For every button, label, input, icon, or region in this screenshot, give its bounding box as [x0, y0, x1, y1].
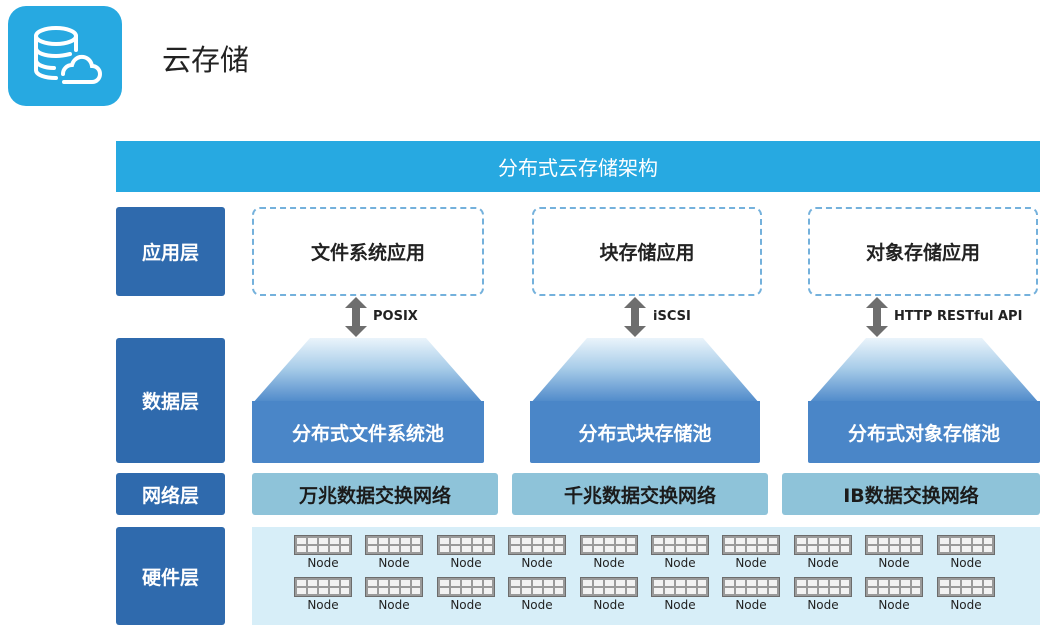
node-label: Node [807, 556, 839, 570]
node-label: Node [521, 598, 553, 612]
database-cloud-icon [34, 26, 102, 84]
app-block-storage: 块存储应用 [532, 207, 762, 296]
pool-block-storage: 分布式块存储池 [530, 401, 760, 463]
server-node: Node [722, 535, 780, 570]
pool-shape-object [808, 338, 1040, 404]
server-node: Node [722, 577, 780, 612]
protocol-label: iSCSI [653, 309, 691, 324]
server-icon [651, 535, 709, 555]
server-node: Node [794, 577, 852, 612]
server-node: Node [651, 577, 709, 612]
layer-hardware: 硬件层 [116, 527, 225, 625]
node-label: Node [735, 598, 767, 612]
node-label: Node [307, 598, 339, 612]
server-node: Node [794, 535, 852, 570]
node-label: Node [950, 556, 982, 570]
server-icon [794, 535, 852, 555]
server-node: Node [365, 535, 423, 570]
node-label: Node [807, 598, 839, 612]
server-node: Node [865, 535, 923, 570]
network-10g: 万兆数据交换网络 [252, 473, 498, 515]
server-icon [651, 577, 709, 597]
server-node: Node [651, 535, 709, 570]
server-node: Node [294, 577, 352, 612]
server-icon [722, 535, 780, 555]
node-label: Node [521, 556, 553, 570]
architecture-title: 分布式云存储架构 [116, 141, 1040, 192]
server-icon [865, 535, 923, 555]
node-label: Node [593, 556, 625, 570]
server-icon [794, 577, 852, 597]
server-icon [365, 577, 423, 597]
protocol-label: POSIX [373, 309, 418, 324]
pool-shape-block [530, 338, 760, 404]
network-ib: IB数据交换网络 [782, 473, 1040, 515]
server-node: Node [365, 577, 423, 612]
node-label: Node [664, 556, 696, 570]
node-label: Node [450, 556, 482, 570]
double-arrow-icon [624, 297, 646, 337]
server-icon [580, 577, 638, 597]
node-label: Node [878, 598, 910, 612]
node-label: Node [378, 598, 410, 612]
server-node: Node [937, 577, 995, 612]
server-node: Node [580, 535, 638, 570]
node-label: Node [735, 556, 767, 570]
app-file-system: 文件系统应用 [252, 207, 484, 296]
node-label: Node [307, 556, 339, 570]
server-node: Node [437, 577, 495, 612]
node-label: Node [950, 598, 982, 612]
node-label: Node [378, 556, 410, 570]
server-node: Node [508, 535, 566, 570]
server-node: Node [580, 577, 638, 612]
pool-file-system: 分布式文件系统池 [252, 401, 484, 463]
server-icon [365, 535, 423, 555]
server-icon [437, 577, 495, 597]
server-node: Node [294, 535, 352, 570]
server-icon [865, 577, 923, 597]
server-icon [937, 535, 995, 555]
pool-object-storage: 分布式对象存储池 [808, 401, 1040, 463]
app-logo [8, 6, 122, 106]
server-icon [580, 535, 638, 555]
layer-data: 数据层 [116, 338, 225, 463]
server-node: Node [437, 535, 495, 570]
server-node: Node [937, 535, 995, 570]
layer-application: 应用层 [116, 207, 225, 296]
network-1g: 千兆数据交换网络 [512, 473, 768, 515]
double-arrow-icon [866, 297, 888, 337]
node-label: Node [450, 598, 482, 612]
page-title: 云存储 [162, 43, 250, 77]
server-icon [294, 535, 352, 555]
pool-shape-file [252, 338, 484, 404]
node-label: Node [664, 598, 696, 612]
node-label: Node [878, 556, 910, 570]
server-icon [722, 577, 780, 597]
node-label: Node [593, 598, 625, 612]
server-node: Node [865, 577, 923, 612]
server-icon [294, 577, 352, 597]
server-icon [508, 577, 566, 597]
layer-network: 网络层 [116, 473, 225, 515]
protocol-label: HTTP RESTful API [894, 309, 1023, 324]
app-object-storage: 对象存储应用 [808, 207, 1038, 296]
server-node: Node [508, 577, 566, 612]
server-icon [437, 535, 495, 555]
server-icon [508, 535, 566, 555]
double-arrow-icon [345, 297, 367, 337]
server-icon [937, 577, 995, 597]
